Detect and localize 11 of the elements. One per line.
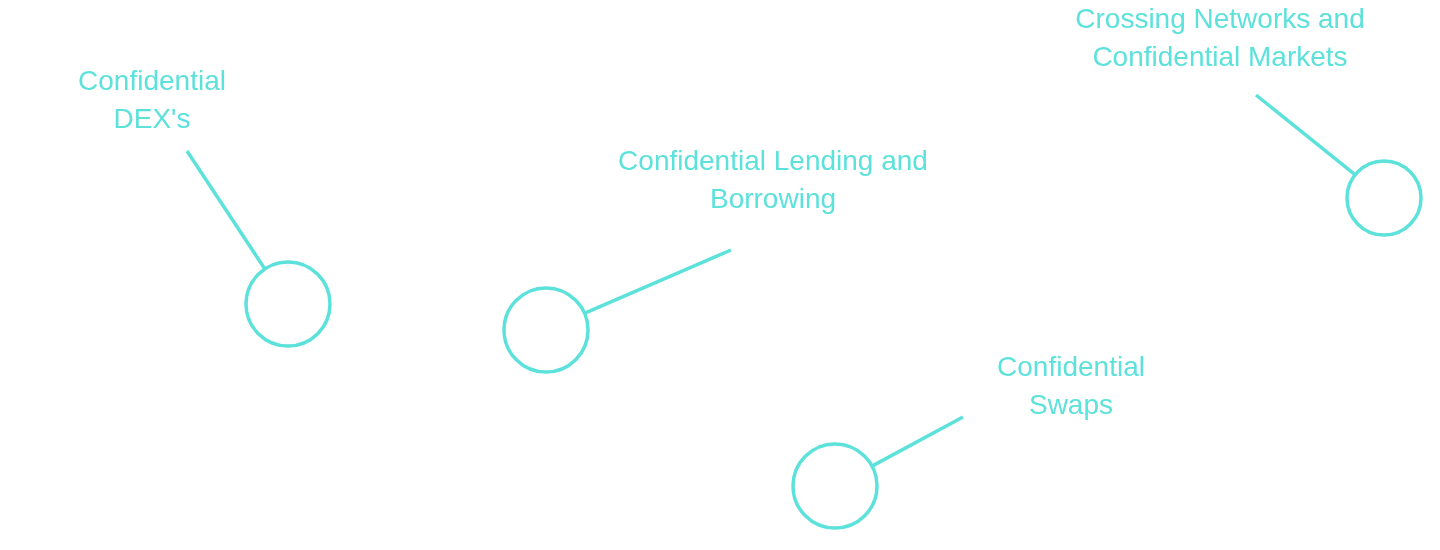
circle-marker <box>791 442 879 530</box>
callout-label: Crossing Networks and Confidential Markets <box>1040 0 1400 95</box>
leader-line <box>584 248 732 315</box>
leader-line <box>872 415 964 468</box>
circle-marker <box>502 286 590 374</box>
circle-marker <box>1345 159 1423 237</box>
callout-label: Confidential DEX's <box>62 62 242 151</box>
leader-line <box>185 150 266 270</box>
circle-marker <box>244 260 332 348</box>
leader-line <box>1254 93 1356 176</box>
callout-label: Confidential Lending and Borrowing <box>613 142 933 250</box>
